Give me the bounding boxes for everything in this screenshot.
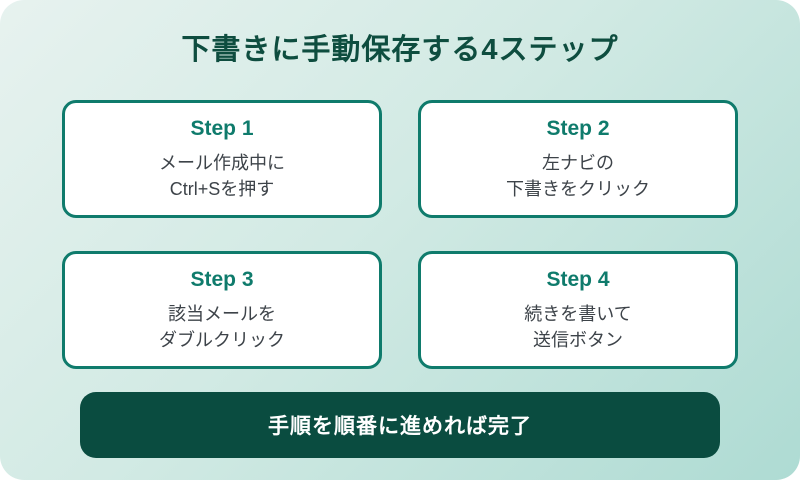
- step-card-4: Step 4 続きを書いて 送信ボタン: [418, 251, 738, 369]
- step-2-line-2: 下書きをクリック: [506, 178, 650, 199]
- step-1-label: Step 1: [190, 116, 254, 140]
- step-1-line-1: メール作成中に: [159, 152, 285, 173]
- completion-banner-text: 手順を順番に進めれば完了: [268, 415, 532, 438]
- step-1-line-2: Ctrl+Sを押す: [169, 178, 275, 199]
- step-card-3: Step 3 該当メールを ダブルクリック: [62, 251, 382, 369]
- step-4-label: Step 4: [546, 267, 610, 291]
- completion-banner: 手順を順番に進めれば完了: [80, 392, 720, 458]
- step-card-2: Step 2 左ナビの 下書きをクリック: [418, 100, 738, 218]
- step-3-label: Step 3: [190, 267, 254, 291]
- step-2-line-1: 左ナビの: [542, 152, 614, 173]
- step-3-line-1: 該当メールを: [168, 303, 276, 324]
- step-4-line-1: 続きを書いて: [524, 303, 632, 324]
- step-3-line-2: ダブルクリック: [159, 329, 285, 350]
- page-title: 下書きに手動保存する4ステップ: [181, 34, 619, 66]
- step-card-1: Step 1 メール作成中に Ctrl+Sを押す: [62, 100, 382, 218]
- step-2-label: Step 2: [546, 116, 610, 140]
- step-4-line-2: 送信ボタン: [533, 329, 623, 350]
